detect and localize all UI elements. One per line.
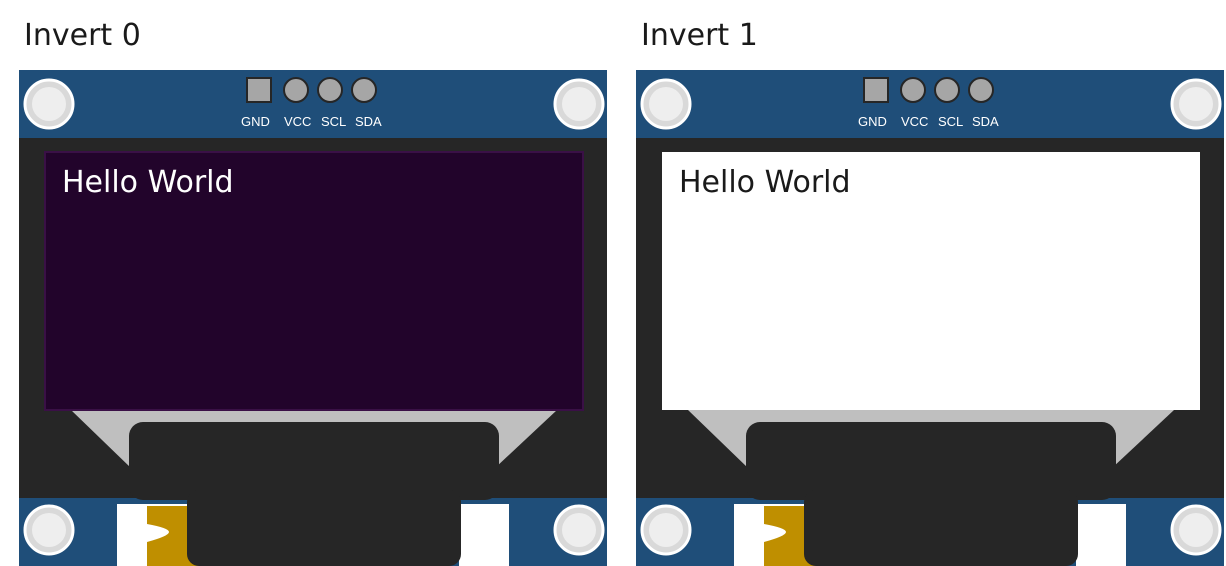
- pcb-cutout-right: [459, 504, 509, 566]
- mount-hole-inner: [1179, 513, 1213, 547]
- oled-screen-off: [44, 151, 584, 411]
- pin-sda-round-icon: [968, 77, 994, 103]
- mount-hole-inner: [562, 87, 596, 121]
- mount-holes: [640, 78, 1222, 556]
- mount-hole-inner: [649, 87, 683, 121]
- connector-block-upper: [746, 422, 1116, 500]
- pin-sda-round-icon: [351, 77, 377, 103]
- mount-hole-inner: [32, 87, 66, 121]
- oled-screen-on: [662, 152, 1200, 410]
- pin-label-sda: SDA: [355, 114, 382, 129]
- header-pins: [246, 77, 377, 103]
- oled-module-drawing: [636, 70, 1224, 566]
- mount-hole-inner: [649, 513, 683, 547]
- pin-gnd-square-icon: [246, 77, 272, 103]
- oled-module-invert-0: [19, 70, 607, 566]
- pin-label-gnd: GND: [241, 114, 270, 129]
- connector-block-lower: [187, 490, 461, 566]
- pin-vcc-round-icon: [900, 77, 926, 103]
- mount-hole-inner: [32, 513, 66, 547]
- screen-text-invert-1: Hello World: [679, 165, 851, 200]
- pin-vcc-round-icon: [283, 77, 309, 103]
- oled-module-drawing: [19, 70, 607, 566]
- pcb-top-strip: [19, 70, 607, 138]
- panel-title-invert-1: Invert 1: [641, 18, 758, 53]
- pin-label-scl: SCL: [938, 114, 964, 129]
- pin-label-vcc: VCC: [284, 114, 312, 129]
- pin-scl-round-icon: [934, 77, 960, 103]
- oled-module-invert-1: [636, 70, 1224, 566]
- mount-hole-inner: [562, 513, 596, 547]
- pcb-top-strip: [636, 70, 1224, 138]
- pin-label-sda: SDA: [972, 114, 999, 129]
- pin-label-gnd: GND: [858, 114, 887, 129]
- screen-text-invert-0: Hello World: [62, 165, 234, 200]
- panel-title-invert-0: Invert 0: [24, 18, 141, 53]
- pin-label-vcc: VCC: [901, 114, 929, 129]
- mount-holes: [23, 78, 605, 556]
- pin-gnd-square-icon: [863, 77, 889, 103]
- connector-block-upper: [129, 422, 499, 500]
- header-pins: [863, 77, 994, 103]
- pin-scl-round-icon: [317, 77, 343, 103]
- pin-label-scl: SCL: [321, 114, 347, 129]
- pcb-cutout-right: [1076, 504, 1126, 566]
- mount-hole-inner: [1179, 87, 1213, 121]
- connector-block-lower: [804, 490, 1078, 566]
